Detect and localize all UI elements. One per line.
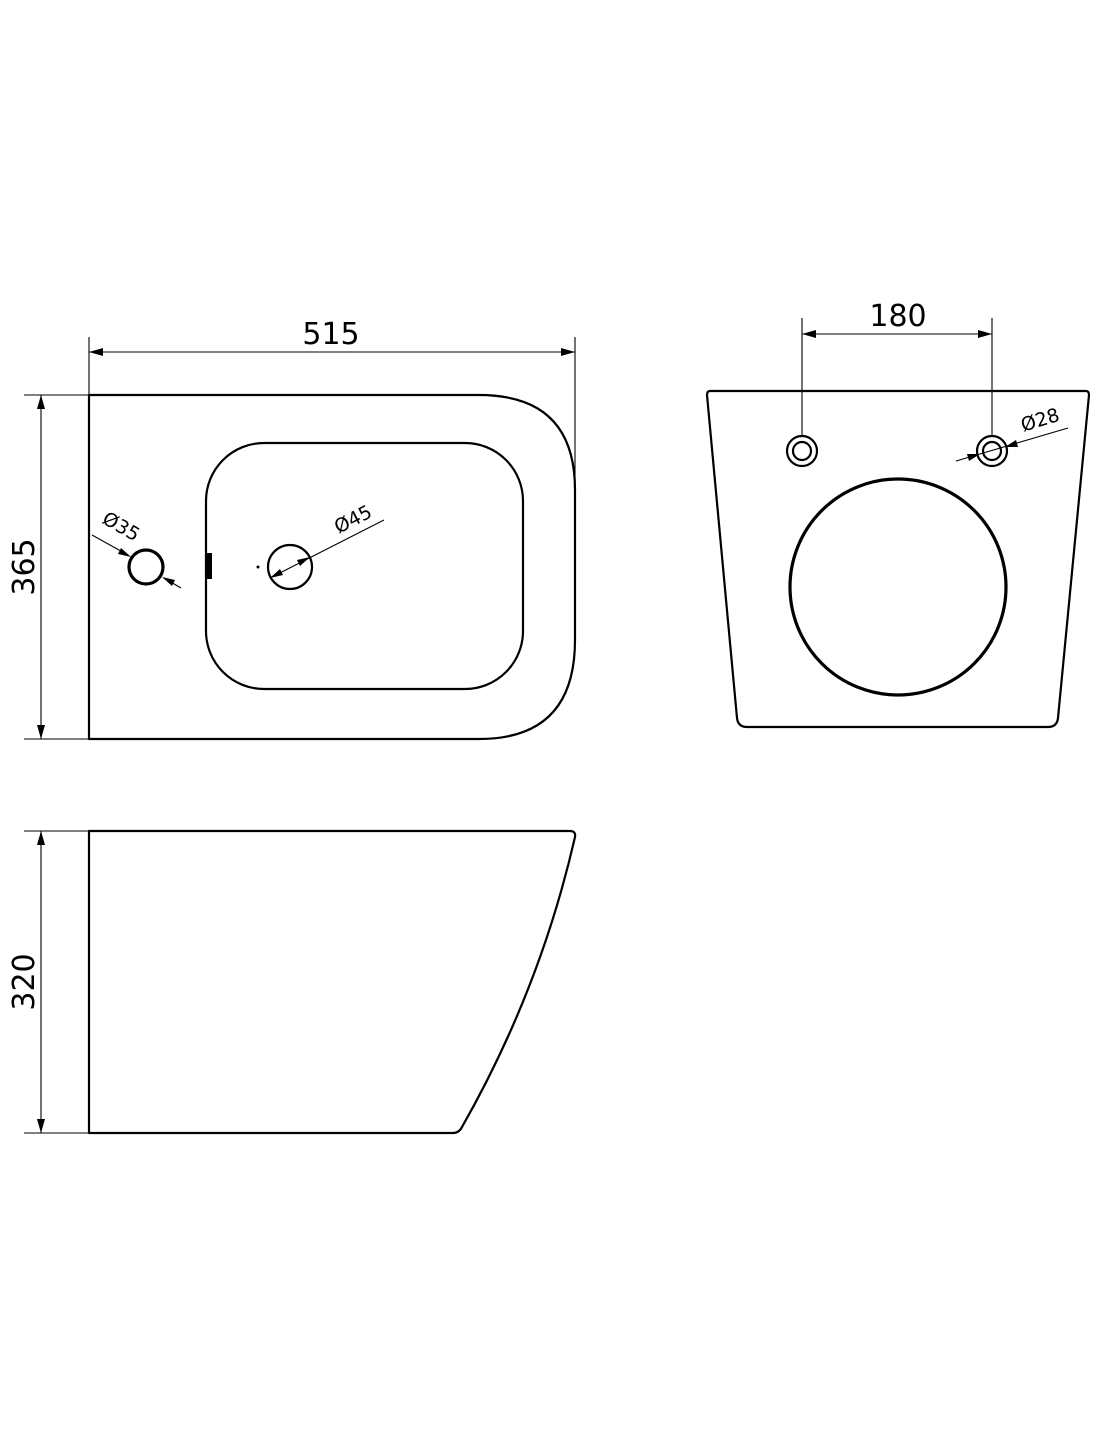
width-arrow-right (561, 348, 575, 356)
depth-arrow-top (37, 395, 45, 409)
bolt-hole-right-outer (975, 434, 1009, 468)
drain-arrow-start (270, 569, 283, 578)
height-arrow-top (37, 831, 45, 845)
bolt-arrow-start (967, 454, 980, 461)
spacing-label: 180 (869, 299, 926, 334)
spacing-arrow-right (978, 330, 992, 338)
bolt-hole-left-inner (791, 440, 813, 462)
side-view: 320 (7, 829, 577, 1135)
overflow-slot (206, 553, 212, 579)
depth-label: 365 (7, 538, 42, 595)
outlet-opening (788, 477, 1008, 697)
tap-arrow-bottom (162, 577, 175, 586)
width-arrow-left (89, 348, 103, 356)
tap-arrow-top (118, 548, 131, 557)
drain-diameter-label: Ø45 (331, 501, 376, 538)
height-label: 320 (7, 953, 42, 1010)
bowl-outline (204, 441, 525, 691)
top-view: 515 365 Ø35 Ø45 (7, 317, 577, 741)
bolt-hole-right-inner (981, 440, 1003, 462)
width-label: 515 (302, 317, 359, 352)
spacing-arrow-left (802, 330, 816, 338)
rear-view-outline (705, 389, 1091, 729)
depth-arrow-bottom (37, 725, 45, 739)
rear-view: 180 Ø28 (705, 299, 1091, 729)
tap-diameter-label: Ø35 (99, 507, 144, 546)
top-view-outline (87, 393, 577, 741)
drain-leader (269, 519, 385, 579)
drain-arrow-end (297, 557, 310, 566)
bolt-hole-left-outer (785, 434, 819, 468)
tap-hole (127, 548, 165, 586)
bolt-arrow-end (1005, 440, 1018, 447)
height-arrow-bottom (37, 1119, 45, 1133)
side-view-outline (87, 829, 577, 1135)
drain-hole (266, 543, 314, 591)
drain-center-mark (256, 565, 260, 569)
